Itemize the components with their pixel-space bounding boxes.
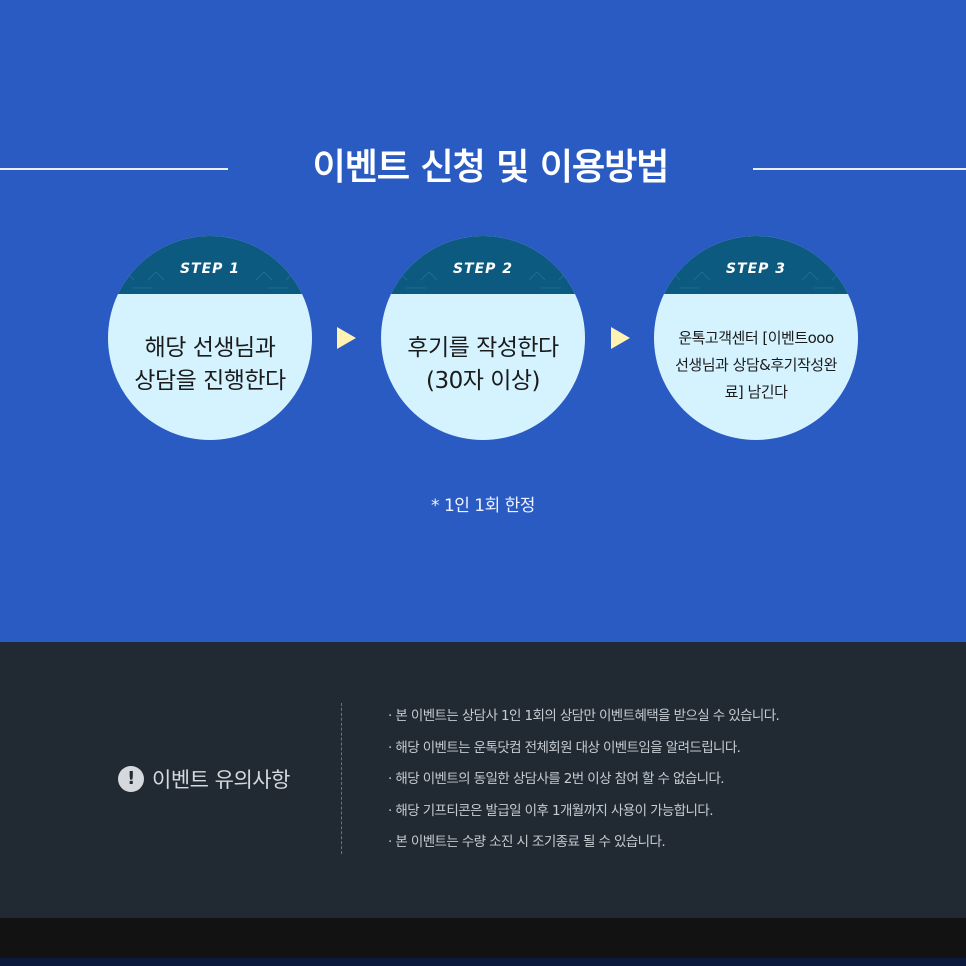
step-2-circle: STEP 2 후기를 작성한다 (30자 이상)	[381, 236, 585, 440]
notice-title-text: 이벤트 유의사항	[152, 768, 290, 792]
page-title: 이벤트 신청 및 이용방법	[312, 147, 670, 188]
step-pattern-icon	[117, 271, 303, 289]
footer-strip	[0, 918, 966, 958]
notice-list: · 본 이벤트는 상담사 1인 1회의 상담만 이벤트혜택을 받으실 수 있습니…	[388, 704, 780, 862]
title-divider-right	[753, 168, 966, 170]
notice-heading: ! 이벤트 유의사항	[118, 763, 290, 795]
limit-note: * 1인 1회 한정	[431, 496, 535, 516]
notice-section	[0, 642, 966, 918]
step-1-text: 해당 선생님과 상담을 진행한다	[134, 335, 286, 394]
step-1-label: STEP 1	[179, 261, 241, 277]
step-2-header: STEP 2	[381, 236, 585, 294]
step-1-header: STEP 1	[108, 236, 312, 294]
notice-item: · 해당 기프티콘은 발급일 이후 1개월까지 사용이 가능합니다.	[388, 802, 713, 819]
step-pattern-icon	[663, 271, 849, 289]
step-1-circle: STEP 1 해당 선생님과 상담을 진행한다	[108, 236, 312, 440]
arrow-right-icon	[611, 327, 630, 349]
notice-divider	[341, 703, 342, 854]
bottom-edge	[0, 958, 966, 966]
step-3-circle: STEP 3 운톡고객센터 [이벤트ooo 선생님과 상담&후기작성완 료] 남…	[654, 236, 858, 440]
notice-item: · 본 이벤트는 상담사 1인 1회의 상담만 이벤트혜택을 받으실 수 있습니…	[388, 708, 780, 724]
title-divider-left	[0, 168, 228, 170]
arrow-right-icon	[337, 327, 356, 349]
step-3-label: STEP 3	[725, 261, 787, 277]
exclamation-icon: !	[118, 766, 144, 792]
notice-item: · 본 이벤트는 수량 소진 시 조기종료 될 수 있습니다.	[388, 834, 666, 850]
step-pattern-icon	[390, 271, 576, 289]
step-3-header: STEP 3	[654, 236, 858, 294]
notice-item: · 해당 이벤트의 동일한 상담사를 2번 이상 참여 할 수 없습니다.	[388, 771, 725, 787]
step-2-text: 후기를 작성한다 (30자 이상)	[407, 335, 559, 394]
step-3-text: 운톡고객센터 [이벤트ooo 선생님과 상담&후기작성완 료] 남긴다	[675, 328, 837, 401]
step-2-label: STEP 2	[452, 261, 514, 277]
notice-item: · 해당 이벤트는 운톡닷컴 전체회원 대상 이벤트임을 알려드립니다.	[388, 739, 741, 756]
